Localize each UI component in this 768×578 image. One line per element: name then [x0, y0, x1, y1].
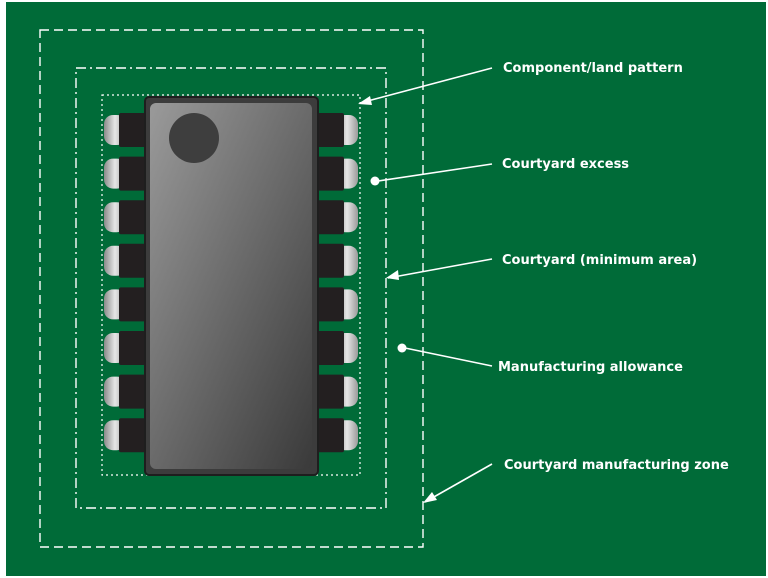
leader-line-manufacturing-zone — [424, 463, 493, 503]
label-manufacturing-allowance: Manufacturing allowance — [498, 360, 683, 375]
marker-dot-courtyard-excess — [370, 176, 380, 186]
leader-line-land-pattern — [359, 67, 493, 104]
left-pin-3 — [119, 200, 147, 235]
right-pin-4 — [316, 243, 344, 278]
right-pin-8 — [316, 418, 344, 453]
label-courtyard-minimum-area: Courtyard (minimum area) — [502, 253, 697, 268]
arrowhead-manufacturing-zone — [423, 492, 437, 503]
right-pin-3 — [316, 200, 344, 235]
label-courtyard-manufacturing-zone: Courtyard manufacturing zone — [504, 458, 729, 473]
right-pin-5 — [316, 287, 344, 322]
left-pin-5 — [119, 287, 147, 322]
right-pin-2 — [316, 156, 344, 191]
label-courtyard-excess: Courtyard excess — [502, 157, 629, 172]
left-pin-8 — [119, 418, 147, 453]
courtyard-manufacturing-zone-outline — [39, 29, 424, 548]
courtyard-minimum-area-outline — [75, 67, 387, 509]
left-pin-2 — [119, 156, 147, 191]
arrowhead-land-pattern — [358, 96, 372, 105]
chip-top-face — [150, 103, 312, 469]
right-pin-1 — [316, 113, 344, 147]
leader-line-manufacturing-allowance — [404, 347, 493, 367]
arrowhead-courtyard-minimum — [386, 270, 399, 280]
left-pin-7 — [119, 374, 147, 409]
left-pin-6 — [119, 331, 147, 365]
left-pin-1 — [119, 113, 147, 147]
leader-line-courtyard-excess — [377, 163, 493, 182]
pin1-marker-dot — [169, 113, 219, 163]
label-component-land-pattern: Component/land pattern — [503, 61, 683, 76]
right-pin-6 — [316, 331, 344, 365]
left-pin-4 — [119, 243, 147, 278]
right-pin-7 — [316, 374, 344, 409]
marker-dot-manufacturing-allowance — [397, 343, 407, 353]
leader-line-courtyard-minimum — [387, 258, 493, 279]
chip-pins — [104, 113, 358, 453]
